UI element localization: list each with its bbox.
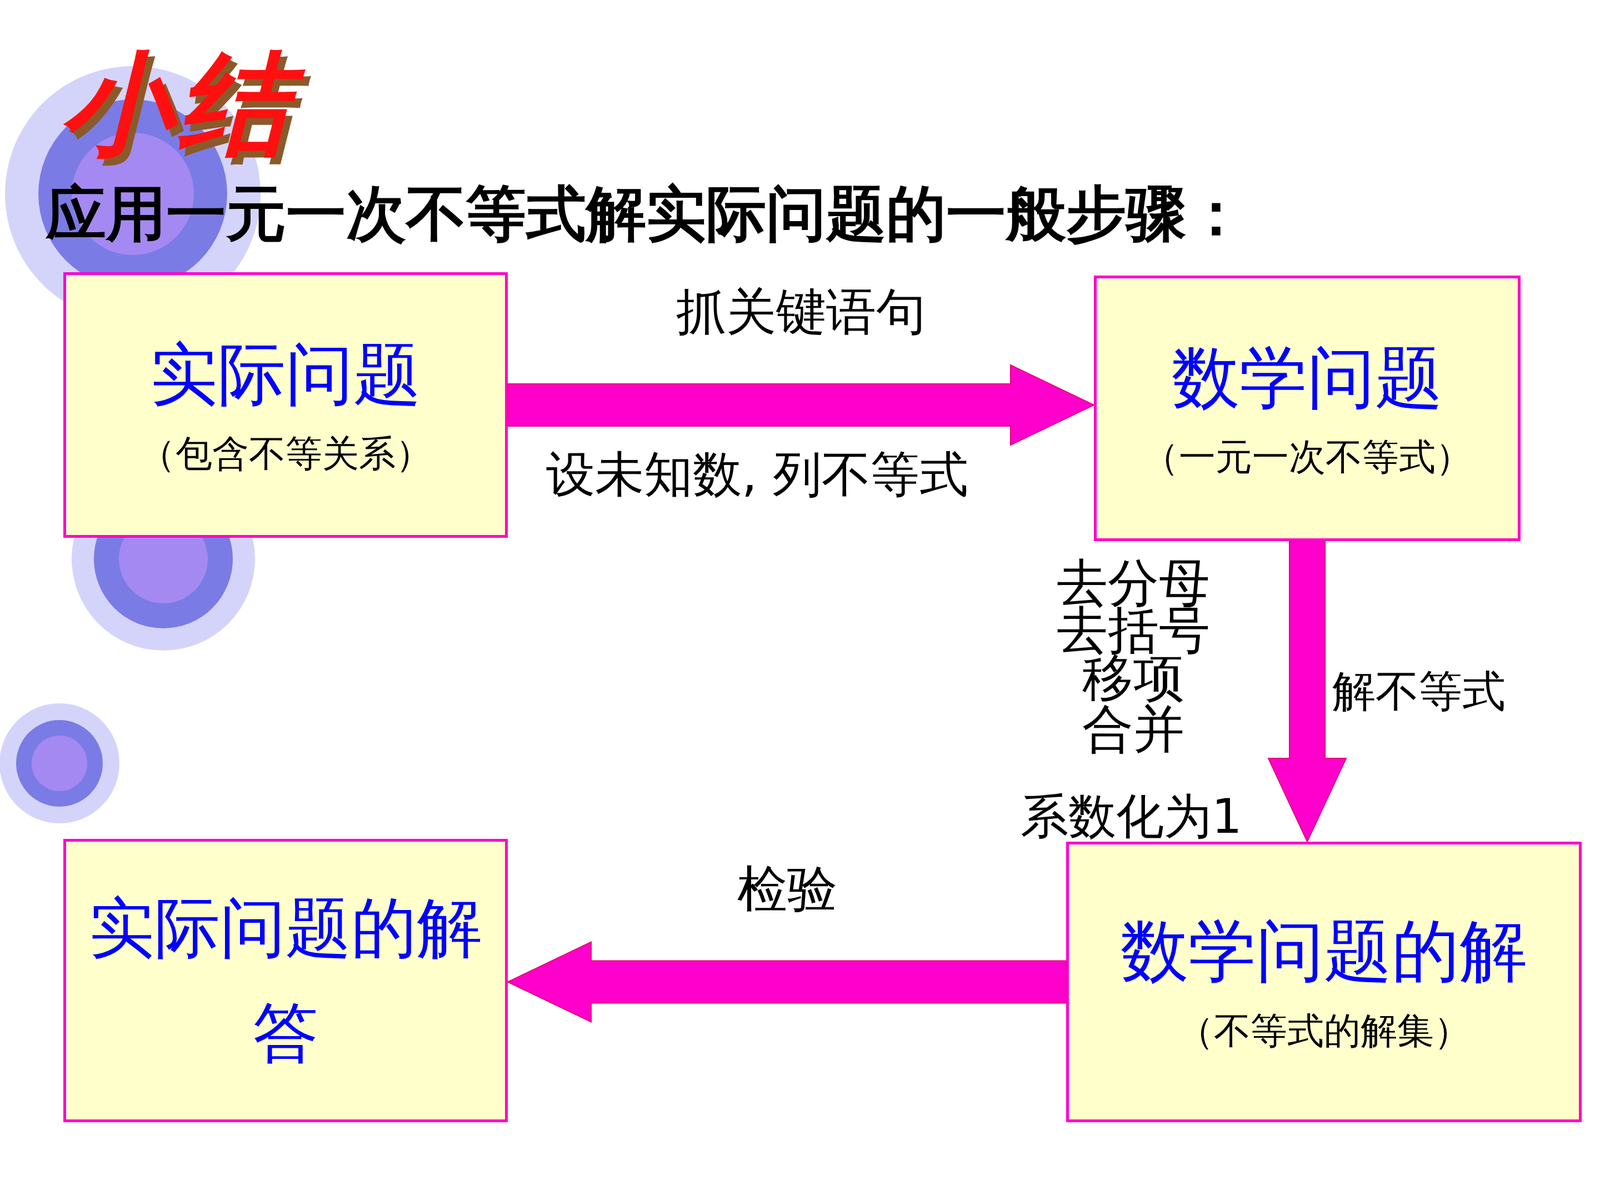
box-note: （包含不等关系） — [138, 430, 433, 478]
process-box: 实际问题 （包含不等关系） — [63, 272, 508, 538]
subheading: 应用一元一次不等式解实际问题的一般步骤： — [46, 173, 1247, 255]
process-box: 数学问题的解 （不等式的解集） — [1066, 841, 1582, 1123]
box-note: （一元一次不等式） — [1142, 433, 1473, 482]
step-note: 设未知数, 列不等式 — [546, 441, 969, 508]
step-note: 系数化为1 — [1020, 784, 1243, 850]
block-arrow — [507, 365, 1094, 445]
step-note: 合并 — [1055, 695, 1212, 764]
circle — [0, 703, 120, 824]
heading: 小结 — [61, 30, 295, 181]
edge-label: 抓关键语句 — [676, 278, 927, 347]
box-title: 数学问题的解 — [1120, 908, 1528, 994]
box-note: （不等式的解集） — [1177, 1007, 1471, 1055]
box-title: 实际问题 — [150, 332, 422, 418]
process-box: 数学问题 （一元一次不等式） — [1093, 275, 1521, 542]
process-box: 实际问题的解答 — [63, 838, 508, 1123]
box-title: 实际问题的解答 — [82, 875, 489, 1086]
edge-label: 检验 — [737, 855, 838, 924]
box-title: 数学问题 — [1171, 335, 1443, 421]
edge-label: 解不等式 — [1332, 662, 1506, 721]
block-arrow — [507, 942, 1067, 1023]
